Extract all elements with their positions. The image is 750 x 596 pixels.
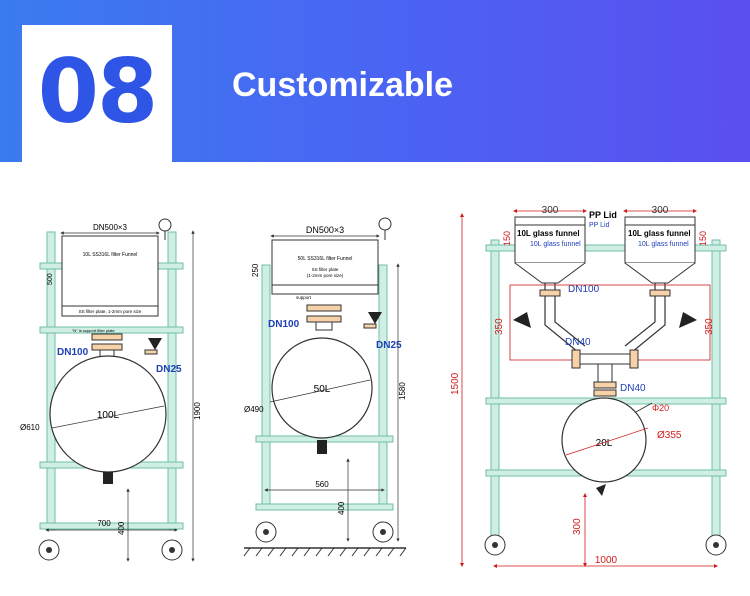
a-support-note: "N" is support filter plate — [72, 328, 115, 333]
b-filter-pore: (1-2mm pore size) — [307, 273, 344, 278]
drawing-b-50l: DN500×3 50L SS316L filter Funnel SS filt… — [243, 217, 407, 557]
c-flask-label: 20L — [596, 438, 613, 449]
badge-number: 08 — [37, 40, 158, 143]
b-dn25: DN25 — [376, 340, 402, 351]
c-dim-350-right: 350 — [704, 318, 715, 335]
c-pp-lid-small: PP Lid — [589, 222, 610, 229]
a-tank-label: 10L SS316L filter Funnel — [83, 252, 138, 258]
page-title: Customizable — [232, 66, 454, 104]
c-funnel-left-sub: 10L glass funnel — [530, 241, 581, 248]
c-funnel-right-title: 10L glass funnel — [628, 229, 691, 238]
c-width: 1000 — [595, 555, 618, 566]
b-height-tank: 250 — [251, 263, 260, 277]
c-phi20: Φ20 — [652, 403, 669, 413]
c-dim-350-left: 350 — [494, 318, 505, 335]
c-dn40-top: DN40 — [565, 337, 591, 348]
a-height-tank: 500 — [47, 273, 54, 285]
badge-shield — [22, 25, 172, 213]
c-dim-300-right: 300 — [652, 205, 669, 216]
c-dim-300-left: 300 — [542, 205, 559, 216]
drawing-a-100l: DN500×3 10L SS316L filter Funnel SS filt… — [20, 218, 202, 562]
a-dn25: DN25 — [156, 364, 182, 375]
a-bottom-height: 400 — [117, 521, 126, 535]
b-top-dim: DN500×3 — [306, 225, 344, 235]
b-flask-label: 50L — [314, 384, 331, 395]
a-dn100: DN100 — [57, 347, 89, 358]
b-bottom-height: 400 — [337, 501, 346, 515]
c-dim-150-left: 150 — [502, 231, 512, 246]
drawing-c-20l: 300 300 PP Lid PP Lid 10L glass funnel 1… — [450, 205, 727, 568]
c-funnel-left-title: 10L glass funnel — [517, 229, 580, 238]
b-support: support — [296, 295, 312, 300]
a-total-height: 1900 — [193, 402, 202, 420]
c-bottom-height: 300 — [572, 518, 583, 535]
a-filter-plate: SS filter plate, 1-2mm pore size — [79, 309, 142, 314]
b-total-height: 1580 — [398, 382, 407, 400]
c-flask-dia: Ø355 — [657, 430, 682, 441]
a-flask-dia: Ø610 — [20, 423, 40, 432]
a-width: 700 — [97, 519, 111, 528]
b-width: 560 — [315, 480, 329, 489]
b-filter-plate: SS filter plate — [312, 267, 339, 272]
a-flask-label: 100L — [97, 410, 120, 421]
c-pp-lid: PP Lid — [589, 210, 617, 220]
c-funnel-right-sub: 10L glass funnel — [638, 241, 689, 248]
b-flask-dia: Ø490 — [244, 405, 264, 414]
c-dn100: DN100 — [568, 284, 600, 295]
a-top-dim: DN500×3 — [93, 223, 128, 232]
c-dn40-bottom: DN40 — [620, 383, 646, 394]
b-tank-label: 50L SS316L filter Funnel — [298, 256, 353, 262]
c-dim-150-right: 150 — [698, 231, 708, 246]
c-total-height: 1500 — [450, 372, 461, 395]
b-dn100: DN100 — [268, 319, 300, 330]
